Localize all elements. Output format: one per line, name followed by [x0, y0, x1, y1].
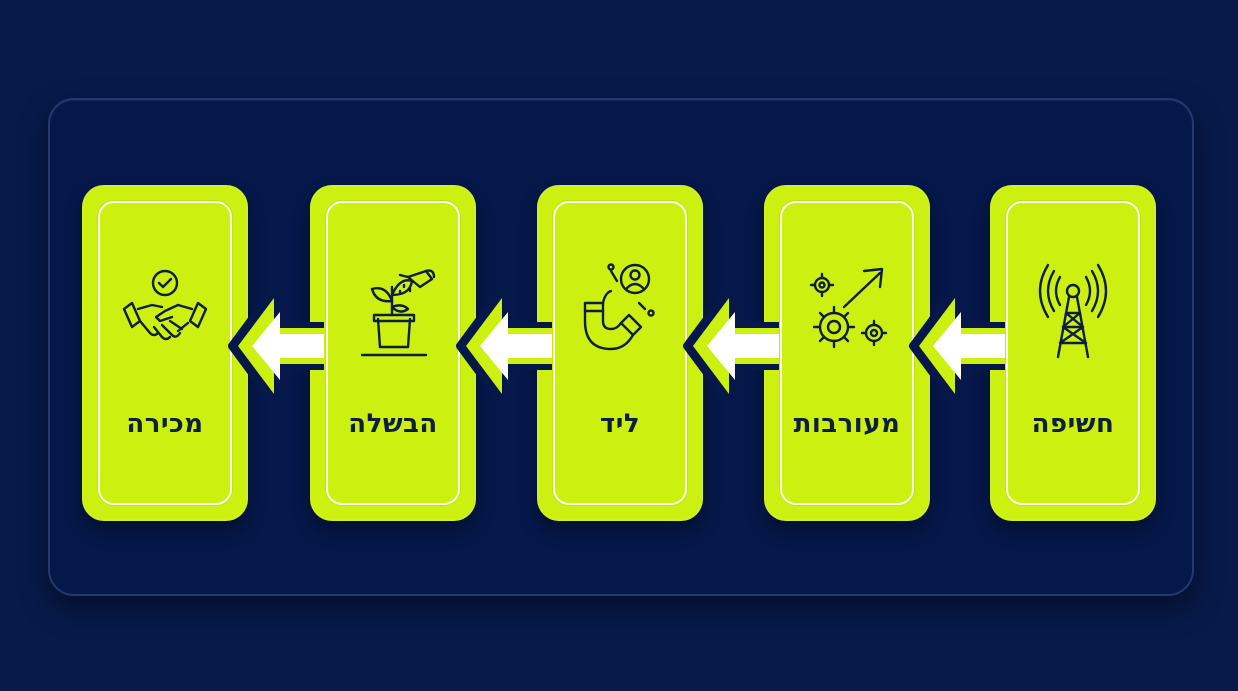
watering-plant-icon	[350, 263, 436, 359]
card-frame	[326, 201, 460, 505]
flow-arrow	[228, 286, 324, 406]
step-card-exposure: חשיפה	[990, 185, 1156, 521]
step-label: מכירה	[126, 409, 204, 439]
step-label: הבשלה	[348, 409, 438, 439]
step-card-lead: ליד	[537, 185, 703, 521]
flow-arrow	[909, 286, 1005, 406]
handshake-icon	[122, 263, 208, 359]
card-frame	[98, 201, 232, 505]
magnet-user-icon	[577, 263, 663, 359]
step-card-nurture: הבשלה	[310, 185, 476, 521]
flow-arrow	[456, 286, 552, 406]
step-label: חשיפה	[1031, 409, 1115, 439]
step-card-sale: מכירה	[82, 185, 248, 521]
card-frame	[1006, 201, 1140, 505]
gears-arrow-icon	[804, 263, 890, 359]
step-label: ליד	[599, 409, 641, 439]
step-label: מעורבות	[793, 409, 901, 439]
card-frame	[780, 201, 914, 505]
step-card-engagement: מעורבות	[764, 185, 930, 521]
flow-arrow	[683, 286, 779, 406]
signal-tower-icon	[1030, 263, 1116, 359]
card-frame	[553, 201, 687, 505]
